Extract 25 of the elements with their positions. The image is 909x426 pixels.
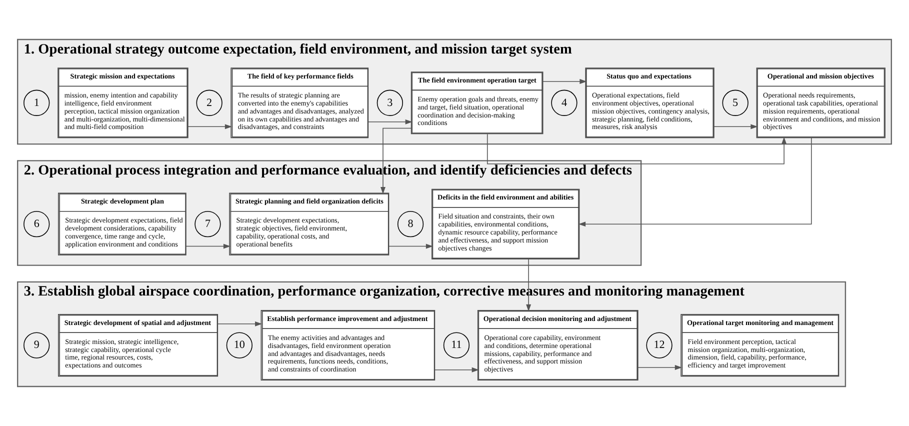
node-circle: 10 bbox=[226, 332, 252, 358]
arrow bbox=[526, 258, 532, 312]
node-circle: 5 bbox=[722, 90, 748, 116]
arrow bbox=[578, 138, 812, 227]
node-circle: 3 bbox=[376, 90, 403, 116]
node-circle: 9 bbox=[24, 332, 50, 358]
arrow bbox=[714, 124, 758, 130]
arrow bbox=[388, 244, 434, 249]
node-circle: 11 bbox=[443, 332, 470, 358]
node-circle: 8 bbox=[397, 211, 424, 238]
node-circle: 1 bbox=[24, 90, 50, 116]
arrow bbox=[188, 124, 232, 130]
node-circle: 12 bbox=[646, 332, 672, 358]
arrow bbox=[368, 119, 412, 124]
arrow bbox=[638, 364, 682, 370]
node-circle: 6 bbox=[24, 211, 50, 238]
arrow bbox=[380, 128, 412, 194]
node-circle: 4 bbox=[551, 90, 578, 116]
arrow bbox=[434, 367, 479, 372]
arrow bbox=[186, 244, 231, 249]
arrow bbox=[217, 321, 262, 326]
arrow bbox=[486, 134, 787, 164]
node-circle: 2 bbox=[196, 90, 222, 116]
node-circle: 7 bbox=[194, 211, 221, 238]
arrow bbox=[542, 79, 587, 84]
